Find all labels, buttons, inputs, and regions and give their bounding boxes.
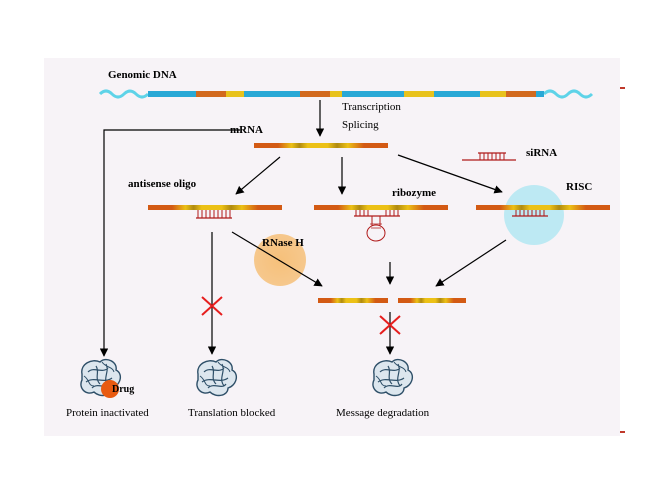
risc-label: RISC bbox=[566, 181, 592, 193]
protein-inactivated-label: Protein inactivated bbox=[66, 407, 149, 419]
antisense-oligo-label: antisense oligo bbox=[128, 178, 197, 190]
mrna-strand bbox=[254, 143, 388, 148]
rnase-h-label: RNase H bbox=[262, 237, 304, 249]
sirna-label: siRNA bbox=[526, 147, 557, 159]
arrow-antisense-to-cleavage bbox=[231, 231, 323, 287]
diagram-panel bbox=[44, 58, 620, 436]
splicing-label: Splicing bbox=[342, 119, 379, 131]
x-mark-degradation bbox=[379, 315, 401, 335]
edge-mark-top-right bbox=[620, 87, 625, 89]
ribozyme-mrna-strand bbox=[314, 205, 448, 210]
x-mark-translation bbox=[201, 296, 223, 316]
mrna-label: mRNA bbox=[230, 124, 263, 136]
arrow-to-antisense bbox=[235, 156, 281, 195]
drug-molecule bbox=[101, 380, 119, 398]
rnase-h-enzyme bbox=[254, 234, 306, 286]
message-degradation-label: Message degradation bbox=[336, 407, 430, 419]
translation-blocked-label: Translation blocked bbox=[188, 407, 276, 419]
risc-mrna-strand bbox=[476, 205, 610, 210]
genomic-dna-strand bbox=[98, 89, 594, 99]
ribozyme-structure bbox=[354, 210, 400, 242]
arrow-risc-to-cleavage bbox=[435, 239, 507, 287]
drug-path-arrow bbox=[99, 129, 240, 357]
edge-mark-bottom-right bbox=[620, 431, 625, 433]
drug-label: Drug bbox=[112, 384, 134, 395]
genomic-dna-label: Genomic DNA bbox=[108, 69, 177, 81]
ribozyme-label: ribozyme bbox=[392, 187, 436, 199]
cleaved-mrna-fragments bbox=[318, 298, 466, 303]
antisense-oligo-bound bbox=[196, 210, 232, 219]
arrow-to-risc bbox=[397, 154, 503, 194]
transcription-label: Transcription bbox=[342, 101, 401, 113]
risc-complex bbox=[504, 185, 564, 245]
sirna-duplex bbox=[462, 152, 516, 161]
risc-sirna-bound bbox=[512, 210, 548, 217]
antisense-mrna-strand bbox=[148, 205, 282, 210]
